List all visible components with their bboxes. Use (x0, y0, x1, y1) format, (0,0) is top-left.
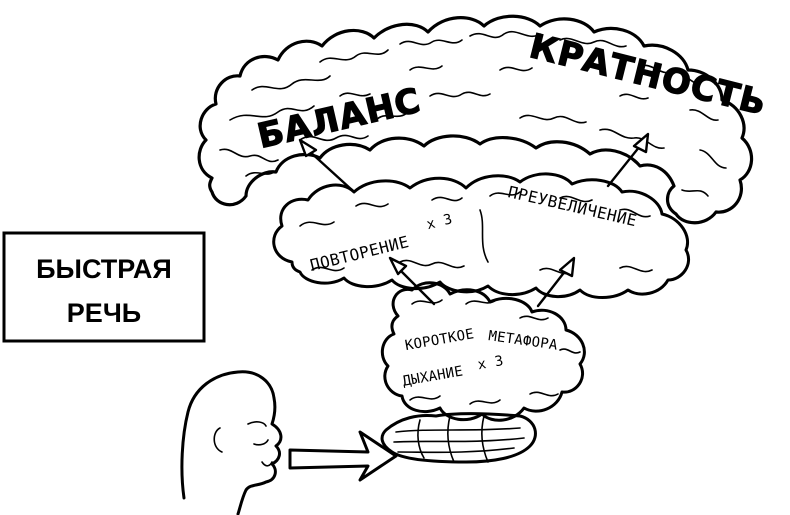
arrow-middle-left-to-balance (298, 138, 354, 192)
top-brain (197, 14, 754, 225)
label-short: КОРОТКОЕ (404, 326, 476, 354)
fast-speech-box: БЫСТРАЯ РЕЧЬ (2, 231, 206, 343)
person-head (180, 370, 283, 515)
label-repetition-multiplier: x 3 (425, 211, 454, 233)
box-line-fast: БЫСТРАЯ (36, 254, 172, 284)
arrow-middle-right-to-multiplicity (606, 132, 650, 188)
label-metaphor: МЕТАФОРА (487, 328, 559, 354)
box-line-speech: РЕЧЬ (67, 298, 141, 328)
label-multiplicity: КРАТНОСТЬ (526, 26, 771, 124)
arrow-lower-left-to-repetition (388, 256, 436, 306)
label-breathing: ДЫХАНИЕ (401, 363, 464, 389)
label-breathing-multiplier: x 3 (476, 353, 505, 373)
breath-arrow (288, 430, 398, 482)
middle-brain (272, 172, 691, 299)
arrow-lower-right-to-exaggeration (536, 256, 576, 308)
